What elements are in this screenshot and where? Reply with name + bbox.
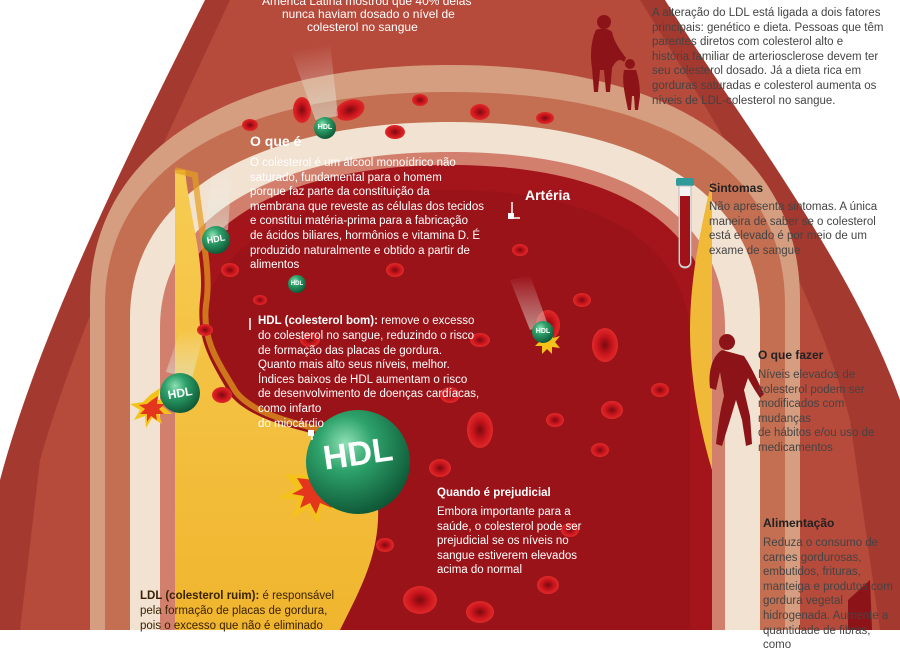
alimentacao-title: Alimentação	[763, 516, 835, 530]
text-line: saúde, o colesterol pode ser	[437, 520, 582, 533]
text-line: acima do normal	[437, 564, 523, 577]
hdl-body: do colesterol no sangue, reduzindo o ris…	[258, 329, 479, 431]
text-line: produzido naturalmente e obtido a partir…	[250, 244, 470, 257]
text-line: saturado, fundamental para o homem	[250, 171, 442, 184]
text-line: de ácidos biliares, hormônios e vitamina…	[250, 229, 481, 242]
text-line: pois o excesso que não é eliminado	[140, 619, 323, 632]
text-line: porque faz parte da constituição da	[250, 186, 430, 199]
text-line: maneira de saber se o colesterol	[709, 215, 876, 228]
hdl-first-rest: remove o excesso	[377, 315, 475, 327]
ldl-body: pela formação de placas de gordura, pois …	[140, 604, 327, 633]
text-line: alimentos	[250, 259, 300, 272]
text-line: seu colesterol dosado. Já a dieta rica e…	[652, 65, 862, 78]
sintomas-body: Não apresenta sintomas. A única maneira d…	[709, 200, 877, 258]
text-line: quantidade de fibras, como	[763, 624, 871, 652]
plaque-left	[175, 170, 379, 630]
text-line: carnes gordurosas,	[763, 551, 862, 564]
text-line: história familiar de arteriosclerose dev…	[652, 50, 879, 63]
ldl-first-rest: é responsável	[259, 590, 335, 602]
text-line: está elevado é por meio de um	[709, 230, 867, 243]
text-line: membrana que reveste as células dos teci…	[250, 200, 484, 213]
hdl-trails	[166, 43, 548, 378]
test-tube-icon	[676, 178, 694, 269]
text-line: sangue estiverem elevados	[437, 549, 577, 562]
text-line: níveis de LDL-colesterol no sangue.	[652, 94, 836, 107]
artery-illustration	[0, 0, 900, 630]
hdl-small-label-5: HDL	[535, 328, 551, 335]
text-line: pela formação de placas de gordura,	[140, 605, 328, 617]
text-line: modificados com mudanças	[758, 398, 845, 425]
alimentacao-body: Reduza o consumo de carnes gordurosas, emb…	[763, 536, 900, 653]
text-line: e constitui matéria-prima para a fabrica…	[250, 215, 468, 228]
ldl-first-line: LDL (colesterol ruim): é responsável	[140, 589, 334, 604]
text-line: de desenvolvimento de doenças cardíacas,	[258, 388, 480, 401]
text-line: gorduras saturadas e colesterol aumenta …	[652, 79, 877, 92]
text-line: colesterol podem ser	[758, 383, 865, 396]
text-line: do colesterol no sangue, reduzindo o ris…	[258, 330, 475, 342]
hdl-small-label-4: HDL	[290, 281, 304, 287]
text-line: manteiga e produtos com	[763, 580, 893, 593]
text-line: de formação das placas de gordura.	[258, 344, 443, 357]
text-line: como infarto	[258, 402, 322, 415]
sintomas-title: Sintomas	[709, 181, 764, 195]
running-woman-icon	[709, 334, 764, 446]
top-note-line2: nunca haviam dosado o nível de	[282, 7, 455, 21]
text-line: de hábitos e/ou uso de	[758, 427, 875, 440]
hdl-small-label-3: HDL	[317, 124, 333, 131]
hdl-first-line: HDL (colesterol bom): remove o excesso	[258, 314, 474, 329]
ldl-title: LDL (colesterol ruim):	[140, 590, 260, 602]
text-line: A alteração do LDL está ligada a dois fa…	[652, 7, 881, 19]
oque-e-title: O que é	[250, 133, 302, 149]
parent-child-icon	[591, 15, 640, 110]
hdl-title: HDL (colesterol bom):	[258, 315, 378, 327]
top-note-line3: colesterol no sangue	[307, 20, 418, 34]
hdl-particles	[160, 117, 554, 514]
artery-label: Artéria	[525, 187, 571, 203]
top-note-line1: América Latina mostrou que 40% delas	[262, 0, 472, 8]
text-line: Níveis elevados de	[758, 369, 856, 381]
ldl-change-body: A alteração do LDL está ligada a dois fa…	[652, 6, 883, 108]
text-line: exame de sangue	[709, 244, 801, 257]
text-line: O colesterol é um álcool monoídrico não	[250, 157, 456, 169]
prejudicial-body: Embora importante para a saúde, o coleste…	[437, 505, 581, 578]
blood-cells	[197, 94, 669, 623]
plaque-right	[690, 180, 712, 470]
text-line: do miocárdio	[258, 417, 324, 430]
text-line: embutidos, frituras,	[763, 566, 861, 579]
text-line: Reduza o consumo de	[763, 537, 879, 549]
text-line: medicamentos	[758, 441, 833, 454]
text-line: Embora importante para a	[437, 506, 571, 518]
text-line: hidrogenada. Aumente a	[763, 609, 889, 622]
o-que-fazer-title: O que fazer	[758, 348, 824, 362]
text-line: Quanto mais alto seus níveis, melhor.	[258, 359, 450, 372]
text-line: Não apresenta sintomas. A única	[709, 201, 878, 213]
text-line: Índices baixos de HDL aumentam o risco	[258, 373, 468, 386]
o-que-fazer-body: Níveis elevados de colesterol podem ser mo…	[758, 368, 900, 456]
plaque-left-edge	[174, 167, 333, 436]
text-line: parentes diretos com colesterol alto e	[652, 36, 844, 49]
oque-e-body: O colesterol é um álcool monoídrico não s…	[250, 156, 484, 273]
prejudicial-title: Quando é prejudicial	[437, 487, 551, 499]
text-line: principais: genético e dieta. Pessoas qu…	[652, 21, 884, 34]
food-icon	[848, 580, 872, 630]
text-line: prejudicial se os níveis no	[437, 535, 569, 548]
text-line: gordura vegetal	[763, 595, 843, 608]
